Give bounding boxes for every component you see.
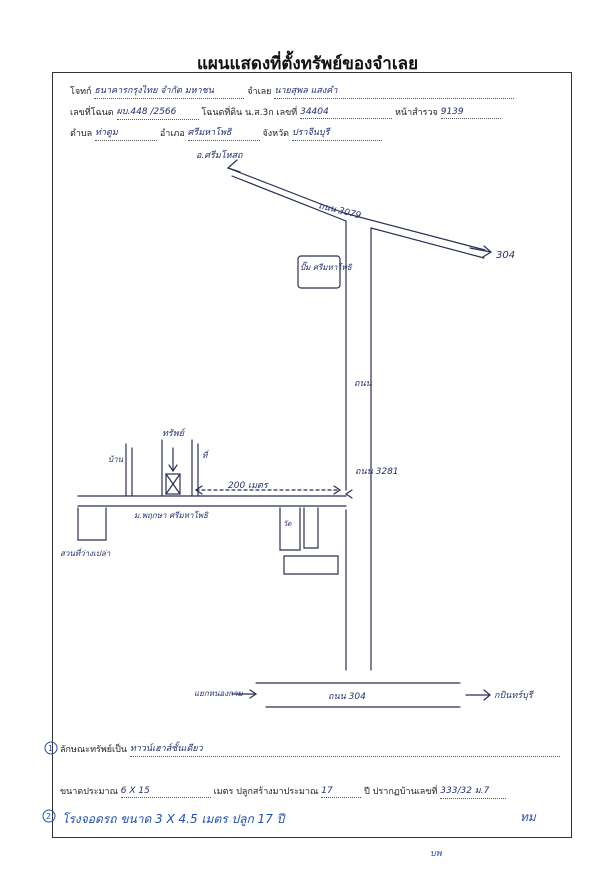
province-label: จังหวัด bbox=[262, 129, 290, 139]
label-road-3281: ถนน 3281 bbox=[355, 467, 399, 477]
road-3079-lower-left bbox=[231, 175, 347, 222]
road-3281-pointer bbox=[344, 489, 353, 499]
temple-block-right bbox=[303, 507, 319, 549]
deed-label: เลขที่โฉนด bbox=[70, 108, 114, 118]
size-row: ขนาดประมาณ 6 X 15 เมตร ปลูกสร้างมาประมาณ… bbox=[60, 784, 507, 799]
distance-arrow-right bbox=[333, 485, 342, 495]
item2-number: 2 bbox=[46, 812, 51, 821]
age-value: 17 bbox=[321, 786, 333, 796]
initials: ทม bbox=[520, 810, 536, 824]
item1-number: 1 bbox=[48, 744, 53, 753]
plaintiff-value: ธนาคารกรุงไทย จำกัด มหาชน bbox=[94, 86, 214, 96]
label-neighbor-right: ที่ bbox=[202, 449, 209, 460]
label-304-top: 304 bbox=[496, 250, 515, 261]
size-label: ขนาดประมาณ bbox=[60, 787, 118, 797]
arrow-304-head bbox=[482, 245, 493, 258]
page-title: แผนแสดงที่ตั้งทรัพย์ของจำเลย bbox=[196, 54, 419, 74]
label-bottom-arrow: กบินทร์บุรี bbox=[494, 690, 535, 701]
property-marker bbox=[165, 473, 181, 495]
size-value: 6 X 15 bbox=[120, 786, 150, 796]
item1-circle bbox=[44, 741, 58, 755]
bottom-mark: บพ bbox=[430, 849, 442, 859]
item2-text: โรงจอดรถ ขนาด 3 X 4.5 เมตร ปลูก 17 ปี bbox=[62, 812, 285, 826]
label-distance: 200 เมตร bbox=[228, 481, 269, 491]
house-no-value: 333/32 ม.7 bbox=[440, 786, 490, 796]
plaintiff-row: โจทก์ ธนาคารกรุงไทย จำกัด มหาชน จำเลย นา… bbox=[70, 84, 515, 99]
land-value: 34404 bbox=[300, 107, 329, 117]
distance-arrow-left bbox=[194, 485, 203, 495]
size-unit: เมตร ปลูกสร้างมาประมาณ bbox=[213, 787, 319, 797]
label-intersection: แยกหนองกาม bbox=[194, 689, 243, 698]
document-frame bbox=[52, 72, 572, 838]
property-type-label: ลักษณะทรัพย์เป็น bbox=[60, 745, 127, 755]
location-row: ตำบล ท่าตูม อำเภอ ศรีมหาโพธิ จังหวัด ปรา… bbox=[70, 126, 382, 141]
item2-circle bbox=[42, 809, 56, 823]
property-pointer-head bbox=[168, 464, 178, 473]
deed-row: เลขที่โฉนด ผบ.448 /2566 โฉนดที่ดิน น.ส.3… bbox=[70, 105, 501, 120]
defendant-label: จำเลย bbox=[247, 87, 272, 97]
survey-value: 9139 bbox=[440, 107, 464, 117]
property-type-row: ลักษณะทรัพย์เป็น ทาวน์เฮาส์ชั้นเดียว bbox=[60, 742, 560, 757]
arrow-top-left bbox=[226, 159, 241, 173]
district-value: ศรีมหาโพธิ bbox=[187, 128, 232, 138]
label-temple: วัด bbox=[283, 520, 292, 528]
subdistrict-label: ตำบล bbox=[70, 129, 93, 139]
house-no-label: ปี ปรากฏบ้านเลขที่ bbox=[364, 787, 438, 797]
temple-wall bbox=[283, 555, 339, 575]
road-3079-upper-left bbox=[227, 167, 345, 214]
gas-station-box bbox=[297, 255, 341, 289]
label-road-304: ถนน 304 bbox=[328, 692, 366, 702]
property-cross-2 bbox=[165, 473, 181, 495]
district-label: อำเภอ bbox=[159, 129, 185, 139]
land-label: โฉนดที่ดิน น.ส.3ก เลขที่ bbox=[201, 108, 298, 118]
label-road-mid: ถนน bbox=[354, 379, 373, 389]
road-3079-upper-right bbox=[343, 212, 486, 251]
defendant-value: นายสุพล แสงคำ bbox=[274, 86, 338, 96]
label-top: อ.ศรีมโหสถ bbox=[196, 149, 243, 161]
label-gas-station: ปั๊ม ศรีมหาโพธิ bbox=[300, 261, 353, 272]
label-neighbor-left: บ้าน bbox=[108, 455, 124, 464]
road-3079-lower-right bbox=[370, 227, 485, 259]
subdistrict-value: ท่าตูม bbox=[95, 128, 118, 138]
province-value: ปราจีนบุรี bbox=[291, 128, 330, 138]
property-type-value: ทาวน์เฮาส์ชั้นเดียว bbox=[129, 744, 203, 754]
survey-label: หน้าสำรวจ bbox=[394, 108, 438, 118]
vacant-block bbox=[77, 507, 107, 541]
intersection-arrow-head bbox=[249, 689, 258, 699]
label-vacant: สวนที่ว่างเปล่า bbox=[60, 547, 111, 558]
temple-block-left bbox=[279, 507, 301, 551]
deed-value: ผบ.448 /2566 bbox=[116, 107, 177, 117]
label-village: ม.พฤกษา ศรีมหาโพธิ bbox=[134, 510, 209, 520]
arrow-304-shaft bbox=[469, 247, 492, 253]
label-property: ทรัพย์ bbox=[162, 428, 186, 439]
plaintiff-label: โจทก์ bbox=[70, 87, 92, 97]
arrow-bottom-head bbox=[483, 689, 491, 701]
